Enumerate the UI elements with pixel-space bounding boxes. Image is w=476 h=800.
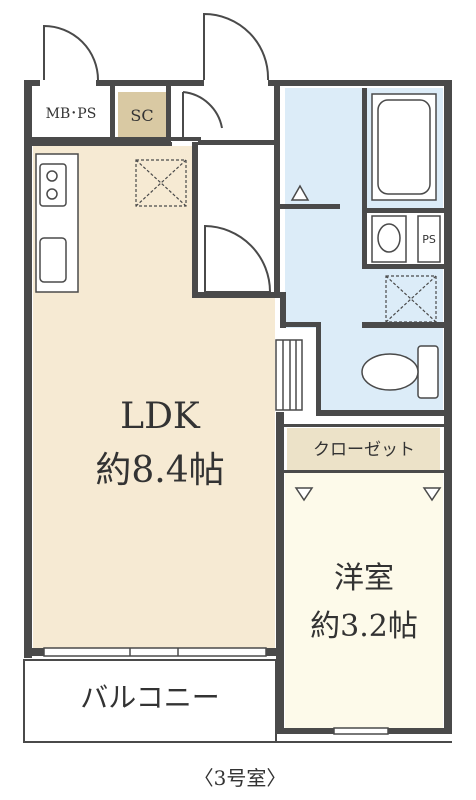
windows: [43, 647, 389, 735]
closet-fill: [287, 428, 440, 472]
washer-icon: [385, 275, 437, 323]
entry-gap-2: [204, 79, 268, 87]
balcony: [23, 659, 452, 743]
sc-fill: [118, 92, 166, 137]
washroom-floor: [285, 208, 365, 328]
toilet-icon: [361, 345, 439, 399]
ldk-name-label: LDK: [120, 396, 201, 437]
closet-door-markers: [294, 487, 442, 502]
balcony-label: バルコニー: [80, 681, 219, 714]
entrance-doors: [43, 12, 270, 81]
western-room-name-label: 洋室: [334, 561, 394, 596]
fridge-icon: [135, 159, 187, 207]
ps-label: PS: [422, 233, 436, 246]
hall-door: [204, 224, 272, 293]
ldk-size-label: 約8.4帖: [95, 450, 224, 491]
step-marker: [275, 339, 303, 411]
closet-label: クローゼット: [313, 440, 415, 460]
sc-label: SC: [130, 106, 153, 125]
western-room-floor: [285, 472, 443, 730]
washbasin-icon: [371, 215, 407, 263]
sliding-door: [277, 490, 284, 640]
ldk-floor: [33, 146, 275, 648]
unit-caption: 〈3号室〉: [194, 766, 287, 790]
entry-gap-1: [40, 79, 96, 87]
western-room-size-label: 約3.2帖: [310, 609, 418, 644]
mbps-label: MB･PS: [46, 106, 97, 122]
kitchen-counter: [35, 153, 79, 293]
bath-door-marker: [290, 184, 310, 201]
ps-box-right: [417, 215, 441, 263]
sc-door: [182, 91, 223, 138]
interior-walls: [32, 86, 444, 473]
washroom-floor-2: [365, 268, 443, 328]
bathtub-icon: [371, 93, 437, 201]
